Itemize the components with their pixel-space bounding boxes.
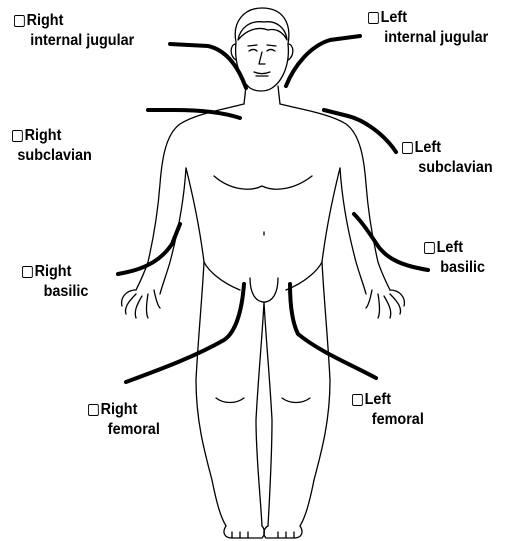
left-foot-outline	[264, 526, 302, 538]
nose	[259, 52, 265, 64]
checkbox-right-subclavian[interactable]	[12, 130, 23, 142]
pointer-right-basilic	[118, 224, 180, 274]
knee-right	[216, 398, 244, 403]
hip-line-right	[204, 262, 240, 290]
torso-side-left	[322, 168, 340, 262]
checkbox-left-subclavian[interactable]	[402, 142, 413, 154]
eyebrows	[248, 45, 276, 46]
chest-line	[214, 176, 312, 189]
eyes	[249, 50, 275, 52]
left-hand-outline	[366, 290, 404, 318]
mouth	[254, 72, 270, 76]
site-label-right-basilic: Right basilic	[22, 262, 88, 302]
torso-arms-outline	[136, 104, 390, 290]
site-label-left-basilic: Left basilic	[424, 238, 485, 278]
neck-outline	[244, 86, 280, 104]
pointer-left-femoral	[290, 284, 376, 378]
checkbox-right-basilic[interactable]	[22, 266, 33, 278]
checkbox-left-internal-jugular[interactable]	[368, 12, 379, 24]
right-hand-outline	[122, 290, 160, 318]
site-label-left-femoral: Left femoral	[352, 390, 424, 430]
pointer-left-internal-jugular	[286, 36, 360, 86]
torso-side-right	[186, 168, 204, 262]
checkbox-right-femoral[interactable]	[88, 404, 99, 416]
site-label-left-subclavian: Left subclavian	[402, 138, 493, 178]
site-label-right-subclavian: Right subclavian	[12, 126, 92, 166]
inner-arm-left	[340, 168, 366, 294]
hair-outline	[238, 22, 287, 40]
site-label-left-internal-jugular: Left internal jugular	[368, 8, 488, 48]
checkbox-left-basilic[interactable]	[424, 242, 435, 254]
site-label-right-femoral: Right femoral	[88, 400, 160, 440]
groin	[250, 278, 278, 302]
right-foot-outline	[224, 526, 264, 538]
pointer-right-femoral	[126, 284, 244, 382]
checkbox-left-femoral[interactable]	[352, 394, 363, 406]
pointer-left-basilic	[354, 214, 428, 270]
site-label-right-internal-jugular: Right internal jugular	[14, 11, 134, 51]
knee-left	[282, 398, 310, 403]
inner-arm-right	[160, 168, 186, 294]
checkbox-right-internal-jugular[interactable]	[14, 15, 25, 27]
pointer-right-internal-jugular	[170, 44, 246, 88]
